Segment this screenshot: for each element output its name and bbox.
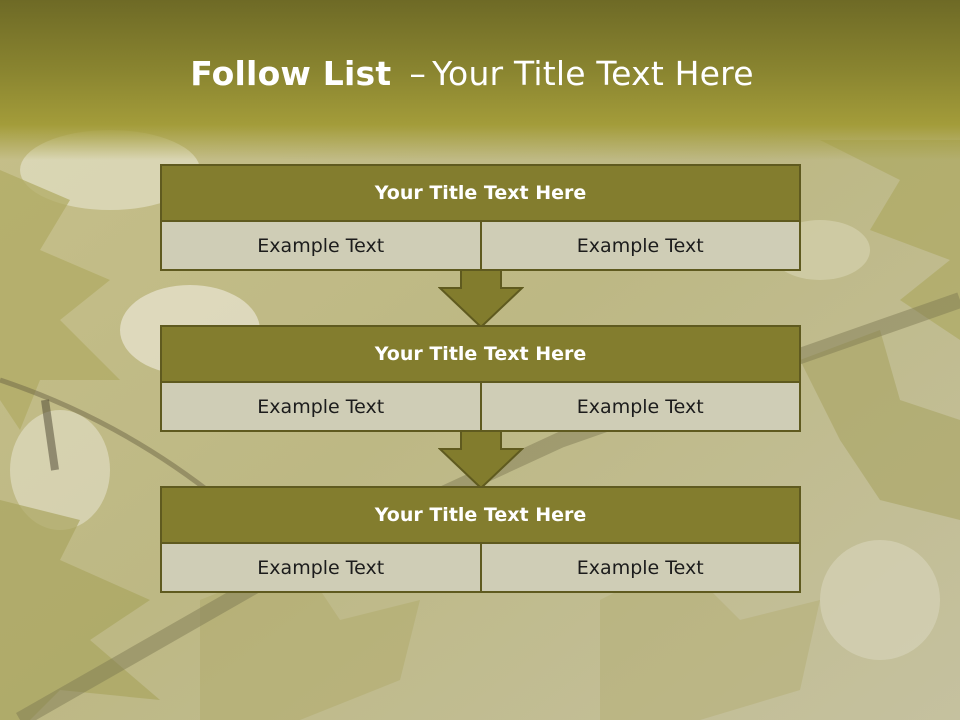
header-band [0,0,960,160]
flow-block-cell-right: Example Text [479,222,799,269]
slide-title-dash: – [409,54,427,93]
flow-block-cell-left: Example Text [162,222,480,269]
flow-block-cell-left: Example Text [162,383,480,430]
flow-block-title: Your Title Text Here [160,486,801,544]
flow-block-title: Your Title Text Here [160,325,801,383]
down-arrow-icon [438,431,524,489]
flow-block-row: Example Text Example Text [160,544,801,593]
flow-block-cell-left: Example Text [162,544,480,591]
flow-block-row: Example Text Example Text [160,383,801,432]
flow-block-cell-right: Example Text [479,544,799,591]
down-arrow-icon [438,270,524,328]
flow-block-row: Example Text Example Text [160,222,801,271]
flow-block-title: Your Title Text Here [160,164,801,222]
flow-block-2: Your Title Text Here Example Text Exampl… [160,325,801,432]
slide-title: Follow List–Your Title Text Here [0,54,944,93]
flow-block-3: Your Title Text Here Example Text Exampl… [160,486,801,593]
slide-title-rest: Your Title Text Here [432,54,754,93]
flow-block-cell-right: Example Text [479,383,799,430]
flow-block-1: Your Title Text Here Example Text Exampl… [160,164,801,271]
slide-title-bold: Follow List [190,54,392,93]
